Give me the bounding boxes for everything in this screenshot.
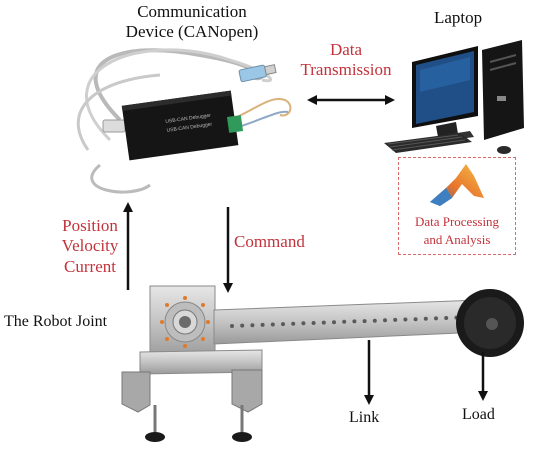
link-hole — [393, 317, 398, 322]
communication-device-title: Communication Device (CANopen) — [125, 2, 259, 42]
link-hole — [270, 322, 275, 327]
link-hole — [444, 316, 449, 320]
link-hole — [413, 317, 418, 322]
link-hole — [250, 323, 255, 328]
link-hole — [332, 320, 336, 325]
link-hole — [240, 323, 245, 328]
link-hole — [321, 320, 326, 325]
link-hole — [383, 318, 387, 323]
link-bar-image — [213, 299, 483, 345]
robot-joint-label: The Robot Joint — [4, 313, 108, 330]
communication-device-image: USB-CAN Debugger USB-CAN Debugger — [76, 48, 292, 194]
link-hole — [362, 319, 367, 324]
link-hole — [434, 316, 438, 321]
data-processing-label: Data Processing and Analysis — [414, 214, 500, 247]
link-hole — [230, 324, 234, 328]
link-hole — [372, 318, 377, 323]
load-label: Load — [462, 406, 495, 423]
link-hole — [291, 321, 296, 326]
robot-joint-image — [121, 285, 263, 442]
link-hole — [301, 321, 306, 326]
feedback-label: Position Velocity Current — [61, 216, 119, 276]
link-hole — [403, 317, 408, 322]
link-hole — [311, 321, 316, 325]
data-processing-box — [398, 157, 516, 255]
link-hole — [352, 319, 357, 324]
command-label: Command — [234, 232, 305, 251]
computer-image — [384, 40, 524, 154]
link-hole — [281, 322, 285, 327]
link-hole — [423, 316, 428, 321]
link-hole — [260, 322, 265, 327]
link-label: Link — [349, 409, 380, 426]
laptop-title: Laptop — [434, 8, 483, 27]
matlab-logo-icon — [430, 164, 484, 206]
load-image — [456, 289, 524, 357]
link-hole — [342, 319, 347, 324]
data-transmission-label: Data Transmission — [300, 40, 392, 80]
